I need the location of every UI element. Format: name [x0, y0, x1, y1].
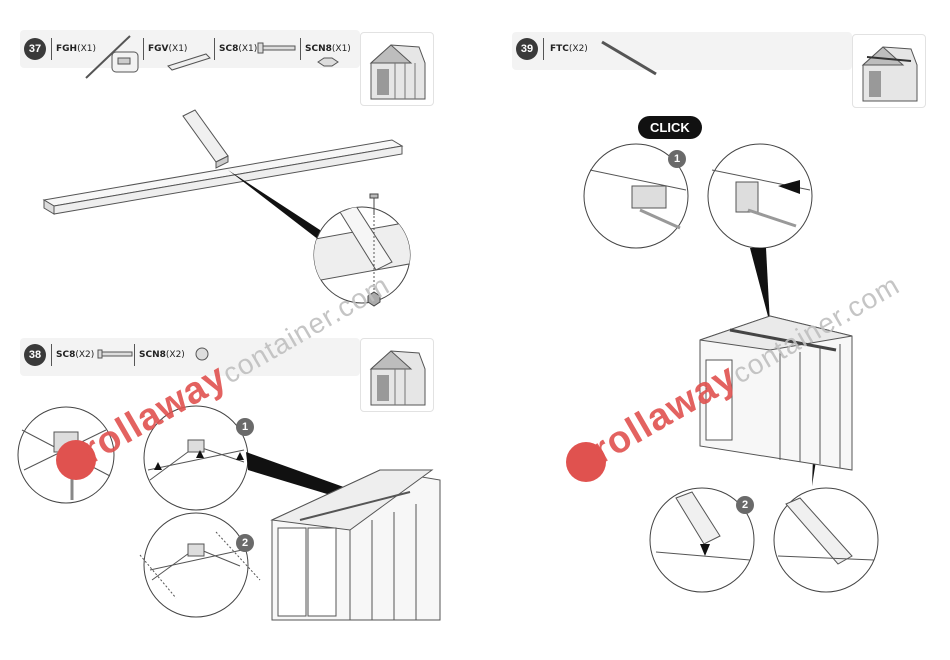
part-sc8-icon — [258, 43, 295, 53]
zoom-wedge — [750, 248, 770, 324]
callout-number-2: 2 — [736, 496, 754, 514]
zoom-wedge — [228, 170, 332, 250]
gable-beam-37 — [44, 110, 402, 214]
part-sc8-icon — [98, 350, 132, 358]
click-label: CLICK — [638, 116, 702, 139]
shed-illustration-38 — [272, 470, 440, 620]
callout-number-1: 1 — [668, 150, 686, 168]
callout-number-2: 2 — [236, 534, 254, 552]
callout-number-1: 1 — [236, 418, 254, 436]
detail-circle-38c — [144, 513, 248, 617]
detail-circle-39b — [708, 144, 812, 248]
part-ftc-icon — [602, 42, 656, 74]
part-fgh-icon — [86, 36, 138, 78]
part-fgv-icon — [168, 54, 210, 70]
part-scn8-icon — [318, 58, 338, 66]
